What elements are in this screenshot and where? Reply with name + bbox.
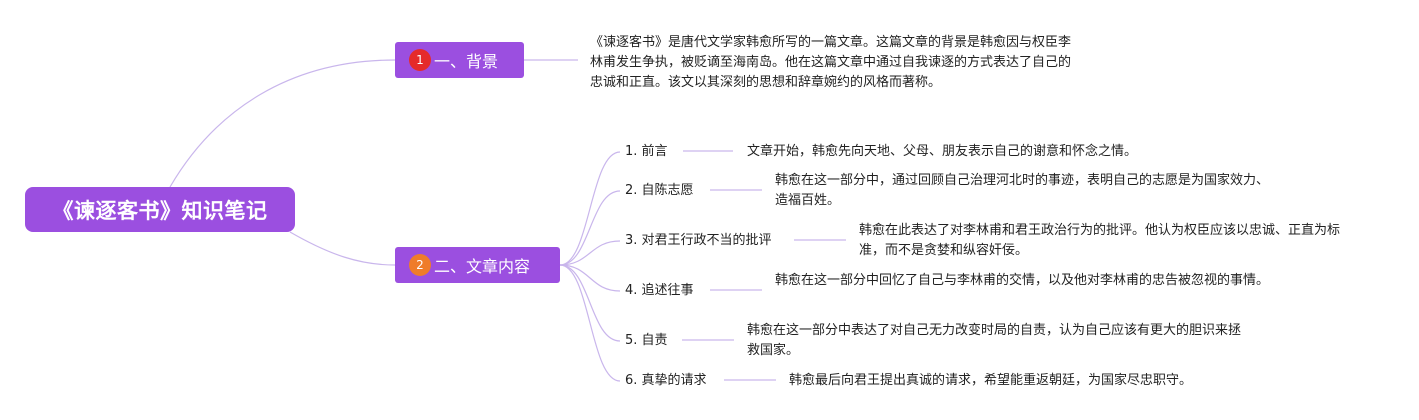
subtopic-preface[interactable]: 1. 前言 [625, 144, 668, 159]
link-root-branch1 [169, 59, 396, 188]
subtopic-aspiration[interactable]: 2. 自陈志愿 [625, 183, 694, 198]
subtopic-request[interactable]: 6. 真挚的请求 [625, 373, 707, 388]
branch-node-background[interactable]: 1 一、背景 [395, 42, 524, 78]
link-branch2-child5 [559, 264, 621, 342]
subtopic-note: 韩愈在这一部分中表达了对自己无力改变时局的自责，认为自己应该有更大的胆识来拯救国… [747, 323, 1242, 358]
link-branch2-child1 [559, 151, 621, 266]
link-branch2-child2 [559, 190, 621, 266]
branch-node-content[interactable]: 2 二、文章内容 [395, 247, 560, 283]
link-branch2-child6 [559, 264, 621, 382]
subtopic-note: 文章开始，韩愈先向天地、父母、朋友表示自己的谢意和怀念之情。 [747, 144, 1138, 159]
link-branch2-child4 [559, 264, 621, 292]
subtopic-criticism[interactable]: 3. 对君王行政不当的批评 [625, 233, 772, 248]
subtopic-note: 韩愈在此表达了对李林甫和君王政治行为的批评。他认为权臣应该以忠诚、正直为标准，而… [859, 223, 1341, 258]
link-branch2-child3 [559, 240, 621, 266]
badge-1-icon: 1 [409, 49, 431, 71]
subtopic-note: 韩愈最后向君王提出真诚的请求，希望能重返朝廷，为国家尽忠职守。 [789, 373, 1193, 388]
branch-note-background: 《谏逐客书》是唐代文学家韩愈所写的一篇文章。这篇文章的背景是韩愈因与权臣李林甫发… [590, 35, 1072, 90]
subtopic-self-blame[interactable]: 5. 自责 [625, 333, 668, 348]
badge-2-icon: 2 [409, 254, 431, 276]
root-node[interactable]: 《谏逐客书》知识笔记 [25, 187, 295, 232]
branch-label: 二、文章内容 [434, 257, 531, 276]
subtopic-recollection[interactable]: 4. 追述往事 [625, 283, 694, 298]
root-title: 《谏逐客书》知识笔记 [52, 198, 268, 223]
branch-label: 一、背景 [434, 52, 499, 71]
link-root-branch2 [289, 231, 396, 266]
subtopic-note: 韩愈在这一部分中，通过回顾自己治理河北时的事迹，表明自己的志愿是为国家效力、造福… [775, 173, 1270, 208]
subtopic-note: 韩愈在这一部分中回忆了自己与李林甫的交情，以及他对李林甫的忠告被忽视的事情。 [775, 273, 1270, 288]
